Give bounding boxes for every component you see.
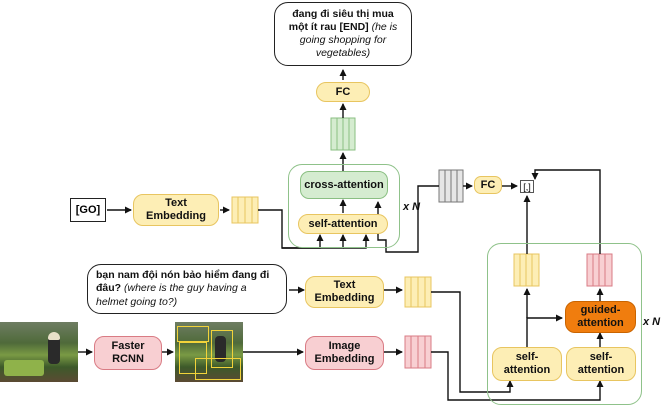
decoder-output-vector: [330, 117, 356, 151]
helmet-shape: [48, 332, 60, 340]
fused-vector: [438, 169, 464, 203]
detection-box: [211, 330, 233, 368]
output-answer-en: (he is going shopping for vegetables): [299, 20, 398, 60]
question-box: bạn nam đội nón bảo hiểm đang đi đâu? (w…: [87, 264, 287, 314]
person-figure: [48, 336, 60, 364]
fc-top-block: FC: [316, 82, 370, 102]
decoder-self-attention-block: self-attention: [298, 214, 388, 234]
question-text-embedding-block: Text Embedding: [305, 276, 384, 308]
encoder-text-vector: [513, 253, 540, 287]
go-embedding-vector: [231, 196, 259, 224]
encoder-self-attention-left-block: self-attention: [492, 347, 562, 381]
output-answer-vi: đang đi siêu thị mua một ít rau [END]: [288, 7, 394, 33]
go-text-embedding-block: Text Embedding: [133, 194, 219, 226]
image-embedding-vector: [404, 335, 432, 369]
encoder-repeat-label: x N: [643, 316, 661, 328]
detected-photo: [175, 322, 243, 382]
output-answer-box: đang đi siêu thị mua một ít rau [END] (h…: [274, 2, 412, 66]
connector-arrows: [78, 69, 604, 401]
detected-person-figure: [215, 336, 226, 362]
decoder-repeat-label: x N: [403, 201, 421, 213]
encoder-self-attention-right-block: self-attention: [566, 347, 636, 381]
vegetable-shelf: [4, 360, 44, 376]
decoder-container: [288, 164, 400, 248]
guided-attention-block: guided-attention: [565, 301, 636, 333]
question-en: (where is the guy having a helmet going …: [96, 282, 247, 308]
image-embedding-block: Image Embedding: [305, 336, 384, 370]
cross-attention-block: cross-attention: [300, 171, 388, 199]
encoder-container: [487, 243, 642, 405]
question-embedding-vector: [404, 276, 432, 308]
input-photo: [0, 322, 78, 382]
encoder-image-vector: [586, 253, 613, 287]
concat-operator: [,]: [520, 180, 534, 193]
question-vi: bạn nam đội nón bảo hiểm đang đi đâu?: [96, 269, 270, 295]
fc-right-block: FC: [474, 176, 502, 194]
go-token: [GO]: [70, 198, 106, 222]
faster-rcnn-block: Faster RCNN: [94, 336, 162, 370]
detection-box: [195, 358, 241, 380]
detection-box: [177, 326, 209, 342]
